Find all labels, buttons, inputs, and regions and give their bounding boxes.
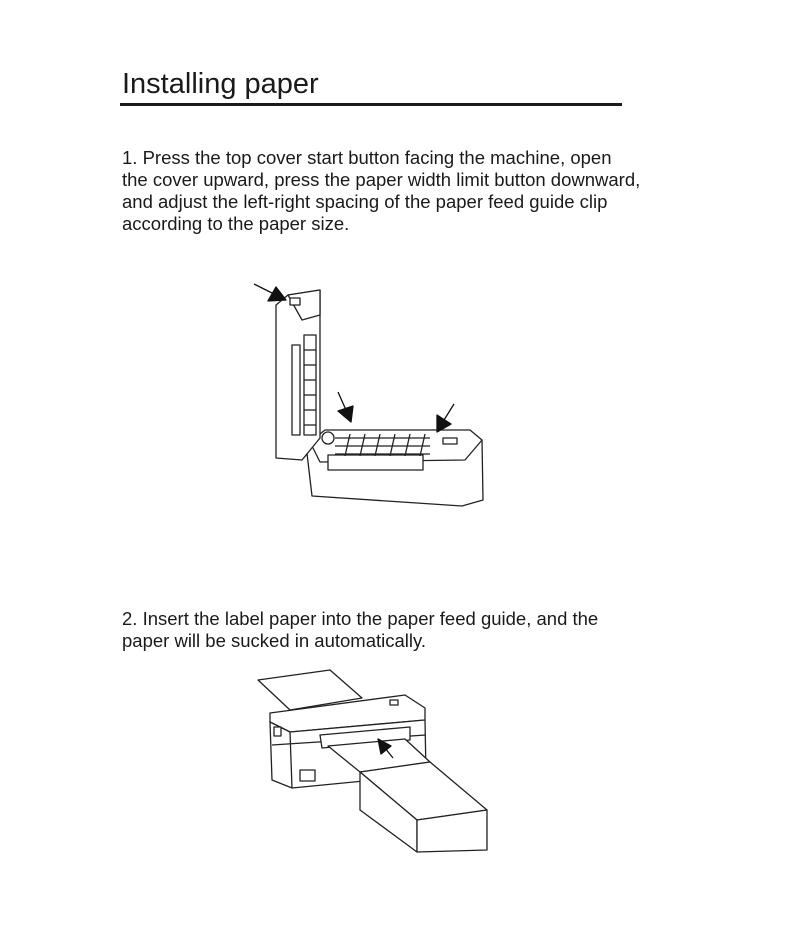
tray-ribs [335, 433, 430, 457]
arrow-width-limit-left-icon [337, 391, 354, 423]
arrow-width-limit-right-icon [436, 403, 455, 433]
step-2-text: 2. Insert the label paper into the paper… [122, 608, 599, 651]
step-1-text: 1. Press the top cover start button faci… [122, 147, 641, 234]
feed-slot [327, 454, 424, 471]
label-box-front [416, 809, 488, 853]
power-switch [299, 769, 316, 782]
title-underline [120, 103, 622, 106]
paper-behind [257, 669, 363, 711]
paper-slot [319, 726, 411, 749]
open-printer-illustration [253, 283, 484, 507]
arrow-insert-icon [377, 738, 394, 759]
page-title: Installing paper [122, 68, 319, 100]
lid-ribs [304, 349, 316, 426]
arrow-cover-button-icon [253, 283, 287, 302]
insert-paper-illustration [257, 669, 488, 853]
